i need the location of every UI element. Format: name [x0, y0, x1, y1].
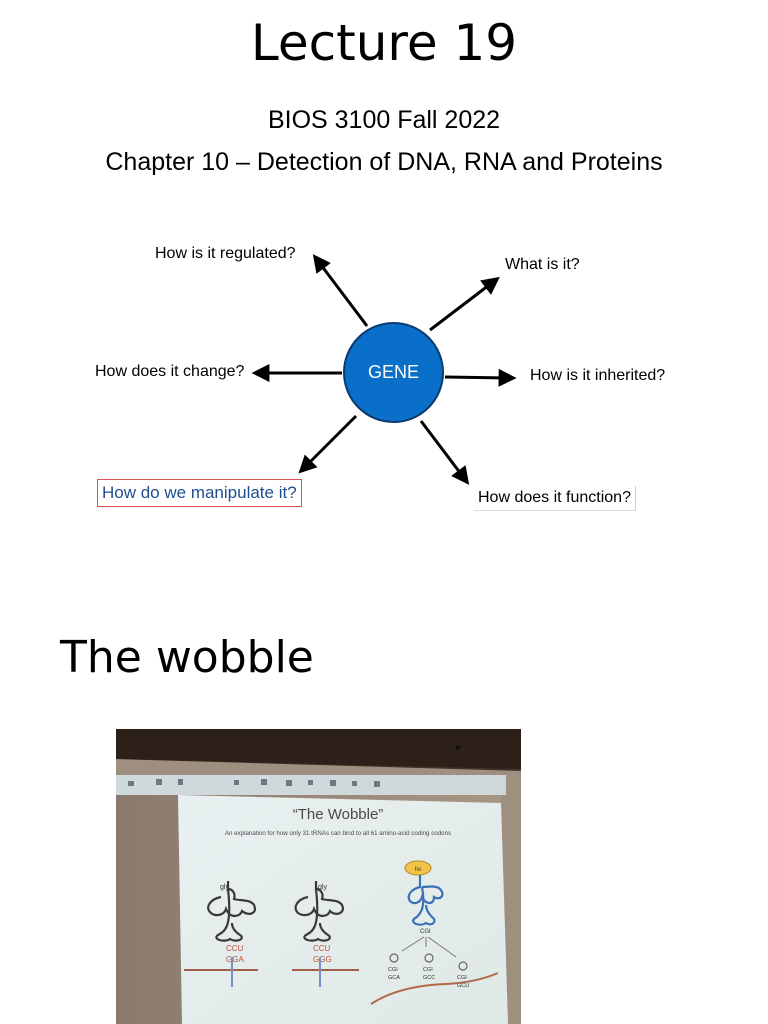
question-inherited: How is it inherited? [530, 367, 666, 384]
trna-3 [407, 875, 444, 926]
wobble-photo: “The Wobble” An explanation for how only… [116, 729, 521, 1024]
trna-3-anticodon: CGI [420, 929, 431, 935]
codon-row1-a: CGI [388, 967, 398, 973]
trna-2-codon: GGG [313, 955, 332, 964]
trna-1-codon: GGA [226, 955, 244, 964]
codon-row2-c: GCU [457, 983, 469, 989]
photo-slide-subtitle: An explanation for how only 31 tRNAs can… [225, 830, 451, 837]
ile-blob [404, 860, 432, 876]
question-manipulate: How do we manipulate it? [97, 479, 302, 507]
codon-row1-c: CGI [457, 975, 467, 981]
trna-2-aa: gly [318, 884, 327, 891]
section-title: The wobble [60, 632, 314, 683]
photo-slide-title: “The Wobble” [293, 806, 384, 823]
codon-row2-b: GCC [423, 975, 435, 981]
question-regulated: How is it regulated? [155, 245, 296, 262]
wobble-photo-drawing: “The Wobble” An explanation for how only… [116, 729, 521, 1024]
course-name: BIOS 3100 Fall 2022 [267, 106, 501, 134]
gene-circle: GENE [343, 322, 444, 423]
codon-row2-a: GCA [388, 975, 400, 981]
question-what: What is it? [505, 256, 580, 273]
trna-3-aa: Ile [415, 866, 422, 873]
trna-1-anticodon: CCU [226, 944, 244, 953]
arrow-regulated [312, 254, 369, 327]
lecture-title: Lecture 19 [250, 14, 518, 72]
trna-2 [294, 881, 344, 942]
arrow-what [429, 276, 500, 332]
arrow-inherited [444, 368, 517, 387]
arrow-manipulate [298, 414, 358, 474]
chapter-title: Chapter 10 – Detection of DNA, RNA and P… [105, 148, 663, 176]
codon-row1-b: CGI [423, 967, 433, 973]
trna-1 [207, 881, 257, 942]
trna-1-aa: gly [220, 884, 229, 891]
codon-stems [389, 953, 468, 971]
arrow-function [419, 420, 470, 485]
question-function: How does it function? [474, 486, 636, 511]
mrna-strand [370, 972, 499, 1005]
trna-2-anticodon: CCU [313, 944, 331, 953]
question-change: How does it change? [95, 363, 245, 380]
toolbar-icons [128, 779, 380, 787]
